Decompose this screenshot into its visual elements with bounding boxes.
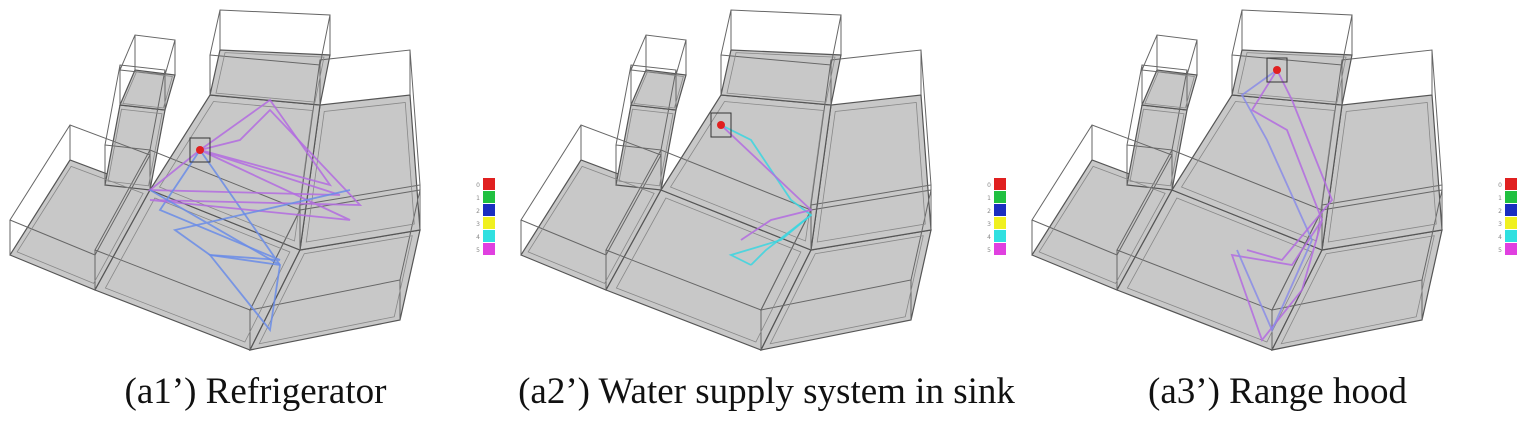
legend-swatch — [1505, 191, 1517, 203]
legend-swatch — [1505, 178, 1517, 190]
legend-label: 1 — [476, 195, 480, 202]
floorplan-diagram: 0 1 2 3 4 5 — [520, 9, 1006, 351]
appliance-box — [1266, 57, 1288, 83]
floor-plan — [1031, 9, 1443, 351]
movement-path — [149, 108, 363, 221]
legend-label: 5 — [1498, 247, 1502, 254]
legend-swatch — [994, 191, 1006, 203]
room-top-floor — [720, 49, 842, 106]
legend-swatch — [483, 191, 495, 203]
room-left-floor-rim — [527, 165, 655, 284]
legend-label: 0 — [1498, 182, 1502, 189]
legend-label: 3 — [476, 221, 480, 228]
legend-swatch — [994, 243, 1006, 255]
appliance-box — [710, 112, 732, 138]
legend-swatch — [994, 178, 1006, 190]
legend-swatch — [1505, 243, 1517, 255]
room-small-1-floor-rim — [1129, 108, 1185, 187]
floorplan-diagram: 0 1 2 3 4 5 — [9, 9, 495, 351]
movement-paths — [1230, 57, 1334, 342]
movement-path — [1236, 69, 1313, 333]
appliance-source-marker — [1273, 66, 1281, 74]
floor-plan — [520, 9, 932, 351]
floor-plan — [9, 9, 421, 351]
room-right-upper-floor-rim — [305, 102, 415, 243]
panel-range-hood: 0 1 2 3 4 5 (a3’) Range hood — [1022, 0, 1533, 428]
appliance-box — [189, 137, 211, 163]
appliance-source-marker — [196, 146, 204, 154]
legend-swatch — [483, 243, 495, 255]
legend-label: 2 — [1498, 208, 1502, 215]
legend-swatch — [1505, 204, 1517, 216]
legend-label: 4 — [476, 234, 480, 241]
room-top-floor-rim — [726, 52, 836, 103]
room-small-2-floor-rim — [122, 71, 173, 109]
color-legend: 0 1 2 3 4 5 — [476, 178, 495, 255]
panel-caption: (a2’) Water supply system in sink — [518, 371, 1015, 412]
panel-water-supply: 0 1 2 3 4 5 (a2’) Water supply system in sink — [511, 0, 1022, 428]
room-kitchen-floor-rim — [158, 101, 313, 242]
legend-swatch — [483, 204, 495, 216]
legend-label: 2 — [476, 208, 480, 215]
room-kitchen-floor-rim — [669, 101, 824, 242]
room-living-floor-rim — [615, 197, 802, 343]
legend-swatch — [994, 217, 1006, 229]
room-kitchen-floor-rim — [1180, 101, 1335, 242]
movement-path — [1230, 69, 1323, 342]
legend-swatch — [483, 217, 495, 229]
movement-paths — [710, 112, 813, 266]
room-right-lower-floor-rim — [258, 235, 413, 345]
legend-swatch — [1505, 217, 1517, 229]
room-small-2-wall-top — [119, 34, 176, 76]
legend-swatch — [994, 204, 1006, 216]
panel-caption: (a3’) Range hood — [1148, 371, 1407, 412]
room-living-floor-rim — [1126, 197, 1313, 343]
movement-path — [720, 124, 813, 241]
room-small-2-wall-top — [1141, 34, 1198, 76]
legend-label: 2 — [987, 208, 991, 215]
movement-path — [1246, 69, 1334, 262]
room-top-floor — [1231, 49, 1353, 106]
room-right-lower-floor-rim — [769, 235, 924, 345]
movement-paths — [147, 98, 363, 333]
legend-swatch — [483, 230, 495, 242]
legend-swatch — [994, 230, 1006, 242]
legend-label: 5 — [476, 247, 480, 254]
legend-swatch — [1505, 230, 1517, 242]
legend-label: 1 — [1498, 195, 1502, 202]
room-small-2-wall-top — [630, 34, 687, 76]
room-small-2-floor-rim — [633, 71, 684, 109]
movement-path — [149, 189, 351, 266]
room-top-floor — [209, 49, 331, 106]
room-living-floor-rim — [104, 197, 291, 343]
legend-swatch — [483, 178, 495, 190]
room-top-floor-rim — [215, 52, 325, 103]
color-legend: 0 1 2 3 4 5 — [987, 178, 1006, 255]
room-left-floor-rim — [16, 165, 144, 284]
legend-label: 1 — [987, 195, 991, 202]
room-right-lower-floor-rim — [1280, 235, 1435, 345]
legend-label: 3 — [1498, 221, 1502, 228]
legend-label: 4 — [987, 234, 991, 241]
appliance-source-marker — [717, 121, 725, 129]
color-legend: 0 1 2 3 4 5 — [1498, 178, 1517, 255]
room-left-floor-rim — [1038, 165, 1166, 284]
legend-label: 4 — [1498, 234, 1502, 241]
legend-label: 5 — [987, 247, 991, 254]
legend-label: 3 — [987, 221, 991, 228]
legend-label: 0 — [476, 182, 480, 189]
panel-refrigerator: 0 1 2 3 4 5 (a1’) Refrigerator — [0, 0, 511, 428]
panel-caption: (a1’) Refrigerator — [124, 371, 387, 412]
room-right-upper-floor-rim — [1327, 102, 1437, 243]
room-top-floor-rim — [1237, 52, 1347, 103]
room-small-1-floor-rim — [618, 108, 674, 187]
movement-path — [750, 214, 812, 266]
floorplan-diagram: 0 1 2 3 4 5 — [1031, 9, 1517, 351]
room-right-upper-floor-rim — [816, 102, 926, 243]
room-small-1-floor-rim — [107, 108, 163, 187]
legend-label: 0 — [987, 182, 991, 189]
room-small-2-floor-rim — [1144, 71, 1195, 109]
